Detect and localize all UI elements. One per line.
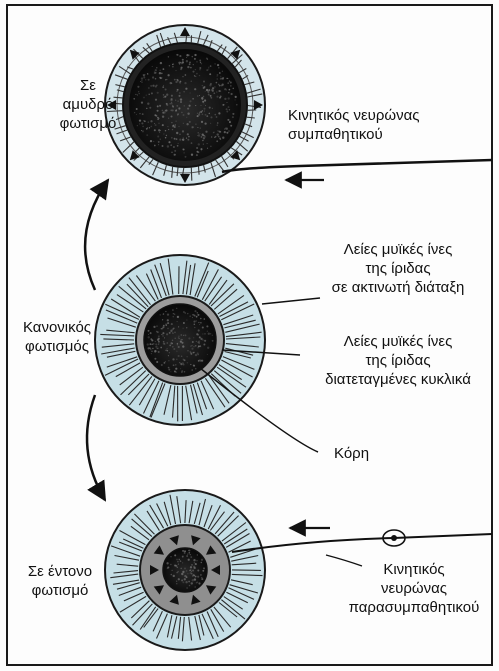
label-parasympathetic-neuron: Κινητικός νευρώνας παρασυμπαθητικού — [344, 560, 484, 617]
eye-dim-light — [105, 25, 265, 185]
iris-fiber — [191, 168, 192, 181]
label-dim-light: Σε αμυδρό φωτισμό — [58, 76, 118, 133]
iris-fiber — [199, 167, 200, 175]
label-circular-fibers: Λείες μυϊκές ίνες της ίριδας διατεταγμέν… — [302, 332, 494, 389]
parasympathetic-nerve — [232, 534, 492, 552]
arrow-normal-to-bright — [87, 395, 105, 500]
leader-radial-fibers — [262, 298, 320, 304]
label-bright-light: Σε έντονο φωτισμό — [14, 562, 106, 600]
label-normal-light: Κανονικός φωτισμός — [12, 318, 102, 356]
pupil-constricted — [163, 548, 207, 592]
label-pupil: Κόρη — [334, 444, 369, 463]
label-sympathetic-neuron: Κινητικός νευρώνας συμπαθητικού — [288, 106, 420, 144]
eye-bright-light — [105, 490, 265, 650]
arrow-normal-to-dim — [85, 180, 108, 290]
label-radial-fibers: Λείες μυϊκές ίνες της ίριδας σε ακτινωτή… — [308, 240, 488, 297]
sympathetic-nerve — [222, 160, 492, 172]
iris-fiber — [232, 570, 261, 571]
